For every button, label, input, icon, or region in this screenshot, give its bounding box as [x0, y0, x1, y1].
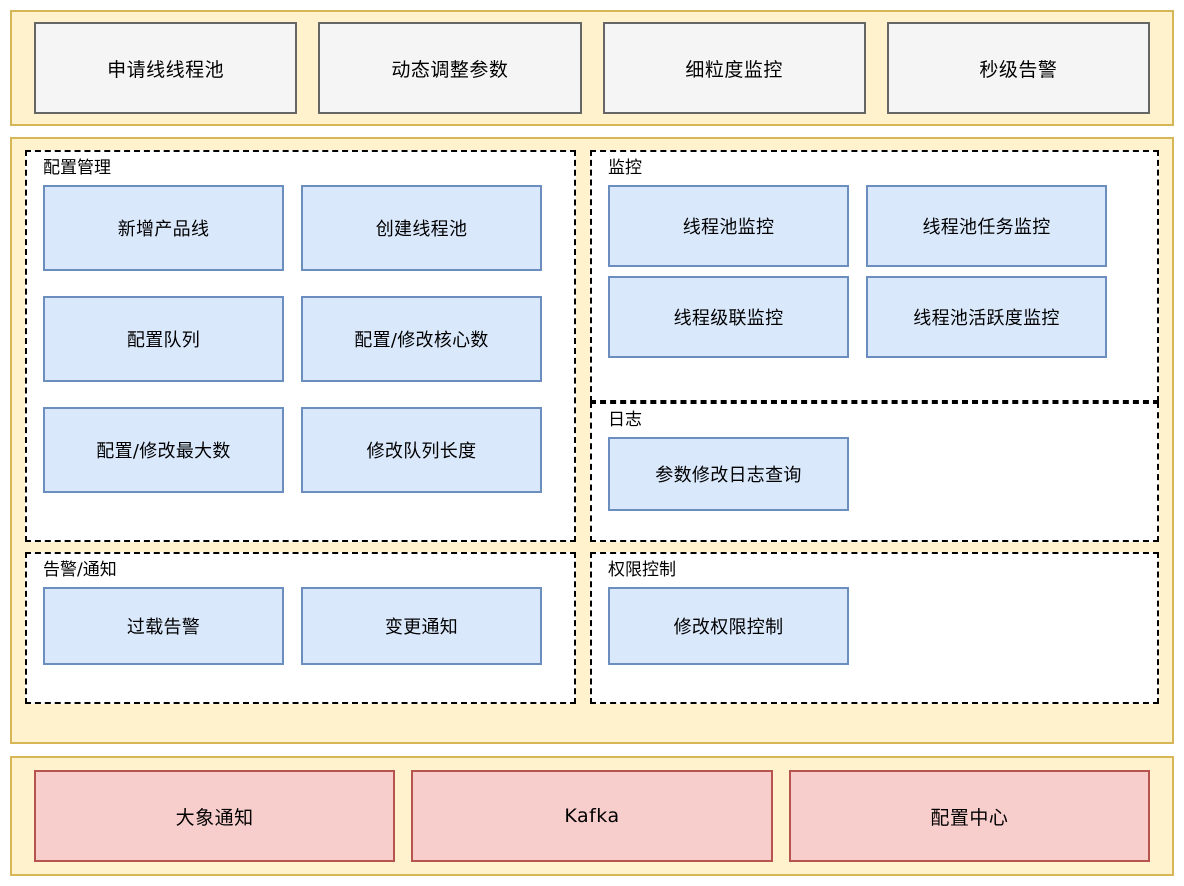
group-title: 监控	[608, 158, 642, 178]
feature-box[interactable]: 线程池监控	[608, 184, 849, 267]
feature-row: 线程级联监控 线程池活跃度监控	[608, 275, 1141, 358]
feature-box[interactable]: 配置/修改核心数	[301, 295, 542, 382]
modules-right-column: 监控 线程池监控 线程池任务监控 线程级联监控 线程池活跃度监控 日志 参数修改…	[590, 150, 1159, 731]
capabilities-panel: 申请线线程池 动态调整参数 细粒度监控 秒级告警	[10, 10, 1174, 126]
feature-box[interactable]: 过载告警	[43, 586, 284, 665]
capability-box[interactable]: 动态调整参数	[318, 22, 582, 114]
group-log: 日志 参数修改日志查询	[590, 402, 1159, 542]
feature-box[interactable]: 配置/修改最大数	[43, 406, 284, 493]
capability-box[interactable]: 细粒度监控	[602, 22, 866, 114]
capability-box[interactable]: 秒级告警	[886, 22, 1150, 114]
group-config-management: 配置管理 新增产品线 创建线程池 配置队列 配置/修改核心数 配置/修改最大数 …	[25, 150, 576, 542]
group-title: 配置管理	[43, 158, 111, 178]
group-title: 日志	[608, 410, 642, 430]
feature-box[interactable]: 配置队列	[43, 295, 284, 382]
feature-box[interactable]: 变更通知	[301, 586, 542, 665]
monitoring-grid: 线程池监控 线程池任务监控 线程级联监控 线程池活跃度监控	[608, 184, 1141, 358]
feature-box[interactable]: 修改队列长度	[301, 406, 542, 493]
feature-box[interactable]: 参数修改日志查询	[608, 436, 849, 511]
feature-row: 新增产品线 创建线程池	[43, 184, 558, 271]
group-title: 权限控制	[608, 560, 676, 580]
feature-row: 线程池监控 线程池任务监控	[608, 184, 1141, 267]
feature-row: 修改权限控制	[608, 586, 1141, 665]
infrastructure-box[interactable]: Kafka	[411, 770, 773, 862]
group-title: 告警/通知	[43, 560, 117, 580]
infrastructure-panel: 大象通知 Kafka 配置中心	[10, 756, 1174, 876]
feature-row: 参数修改日志查询	[608, 436, 1141, 511]
group-permission-control: 权限控制 修改权限控制	[590, 552, 1159, 704]
feature-box[interactable]: 线程级联监控	[608, 275, 849, 358]
capability-box[interactable]: 申请线线程池	[34, 22, 298, 114]
config-management-grid: 新增产品线 创建线程池 配置队列 配置/修改核心数 配置/修改最大数 修改队列长…	[43, 184, 558, 493]
group-alert-notification: 告警/通知 过载告警 变更通知	[25, 552, 576, 704]
infrastructure-box[interactable]: 配置中心	[788, 770, 1150, 862]
feature-box[interactable]: 修改权限控制	[608, 586, 849, 665]
feature-box[interactable]: 线程池活跃度监控	[866, 275, 1107, 358]
modules-panel: 配置管理 新增产品线 创建线程池 配置队列 配置/修改核心数 配置/修改最大数 …	[10, 137, 1174, 744]
feature-row: 配置队列 配置/修改核心数	[43, 295, 558, 382]
feature-row: 配置/修改最大数 修改队列长度	[43, 406, 558, 493]
modules-left-column: 配置管理 新增产品线 创建线程池 配置队列 配置/修改核心数 配置/修改最大数 …	[25, 150, 576, 731]
feature-box[interactable]: 新增产品线	[43, 184, 284, 271]
feature-box[interactable]: 创建线程池	[301, 184, 542, 271]
group-monitoring: 监控 线程池监控 线程池任务监控 线程级联监控 线程池活跃度监控	[590, 150, 1159, 402]
feature-row: 过载告警 变更通知	[43, 586, 558, 665]
infrastructure-box[interactable]: 大象通知	[34, 770, 396, 862]
feature-box[interactable]: 线程池任务监控	[866, 184, 1107, 267]
